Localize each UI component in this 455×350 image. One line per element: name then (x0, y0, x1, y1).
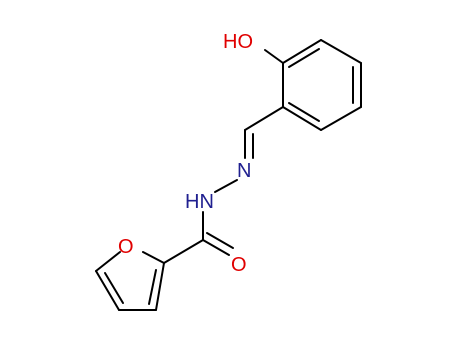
furan-ring (95, 251, 165, 311)
bond-c-o-2 (206, 232, 234, 249)
bond-c6-c1 (282, 39, 322, 64)
bond-c4-c5-inner (288, 102, 320, 122)
bond-f-c3-c2-inner (148, 269, 157, 305)
bond-c3-c4 (320, 106, 362, 131)
bond-f-o-c5 (95, 251, 121, 272)
bond-c-o-1 (202, 239, 230, 256)
bond-c5-ch (244, 106, 284, 131)
bond-f-c2-o (142, 251, 165, 264)
bond-f-c5-c4-inner (104, 272, 124, 304)
amide-nh-label: HN (185, 191, 214, 213)
hydroxyl-label: HO (223, 31, 253, 53)
bond-f-c5-c4 (95, 270, 120, 311)
bond-c6-oh (264, 49, 284, 64)
bond-c6-c1-inner (288, 48, 320, 68)
bond-c1-c2 (320, 39, 362, 64)
furan-oxygen-label: O (118, 236, 134, 258)
bond-c4-c5 (282, 106, 322, 131)
bond-co-furan (163, 239, 204, 264)
imine-nitrogen-label: N (237, 160, 251, 182)
carbonyl-oxygen-label: O (231, 254, 247, 276)
bond-f-c3-c2 (155, 262, 165, 311)
benzene-ring (282, 39, 362, 131)
bond-n-nh (214, 179, 238, 193)
